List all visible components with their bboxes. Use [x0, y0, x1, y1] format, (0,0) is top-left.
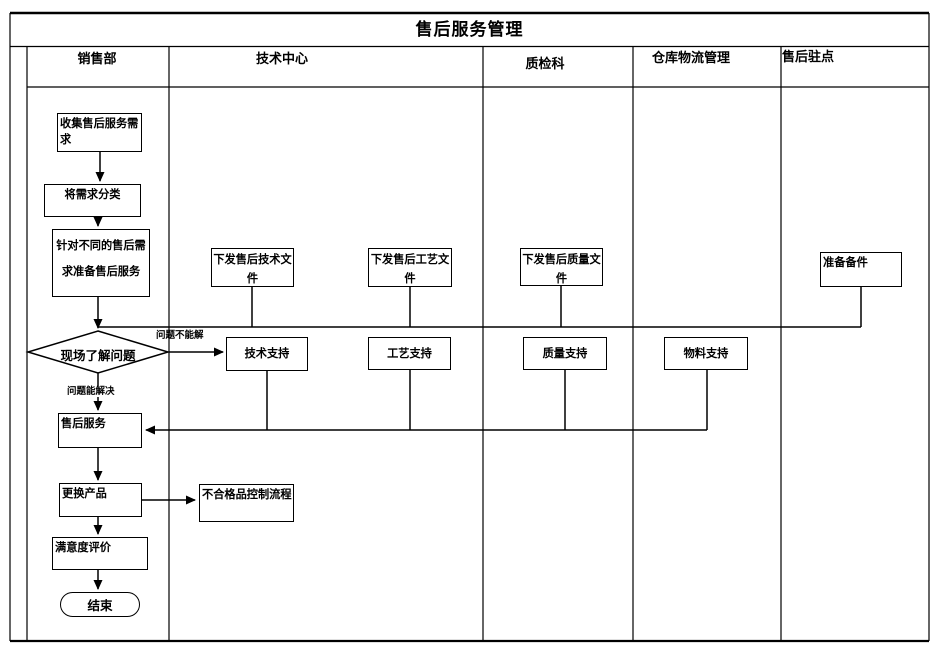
- lane-header-sales: 销售部: [77, 51, 117, 66]
- edge-label-problem-unsolved: 问题不能解: [156, 330, 204, 341]
- flow-connectors: [93, 152, 862, 590]
- swimlane-grid: [9, 11, 930, 643]
- lane-header-tech-center: 技术中心: [255, 51, 309, 66]
- node-issue-tech-documents: 下发售后技术文件: [211, 248, 294, 287]
- page-title: 售后服务管理: [415, 20, 524, 39]
- node-nonconforming-control-process: 不合格品控制流程: [199, 484, 294, 522]
- node-replace-product: 更换产品: [59, 483, 142, 517]
- lane-header-aftersales-station: 售后驻点: [782, 49, 835, 64]
- node-quality-support: 质量支持: [523, 337, 607, 370]
- decision-diamond-shape: [25, 330, 171, 374]
- node-collect-service-needs: 收集售后服务需求: [57, 113, 142, 152]
- node-satisfaction-evaluation: 满意度评价: [52, 537, 148, 570]
- node-material-support: 物料支持: [664, 337, 748, 370]
- lane-header-quality-dept: 质检科: [525, 56, 565, 71]
- edge-label-problem-solved: 问题能解决: [66, 386, 116, 397]
- node-aftersales-service: 售后服务: [58, 413, 142, 448]
- node-prepare-spare-parts: 准备备件: [820, 252, 902, 287]
- node-tech-support: 技术支持: [226, 337, 308, 371]
- node-issue-process-documents: 下发售后工艺文件: [368, 248, 452, 287]
- lane-header-warehouse-logistics: 仓库物流管理: [651, 50, 731, 65]
- node-process-support: 工艺支持: [368, 337, 451, 370]
- decision-onsite-problem-label: 现场了解问题: [60, 349, 136, 363]
- node-classify-needs: 将需求分类: [44, 184, 141, 217]
- node-issue-quality-documents: 下发售后质量文件: [520, 248, 603, 286]
- node-prepare-service: 针对不同的售后需求准备售后服务: [52, 229, 150, 297]
- node-end-terminator: 结束: [60, 592, 140, 617]
